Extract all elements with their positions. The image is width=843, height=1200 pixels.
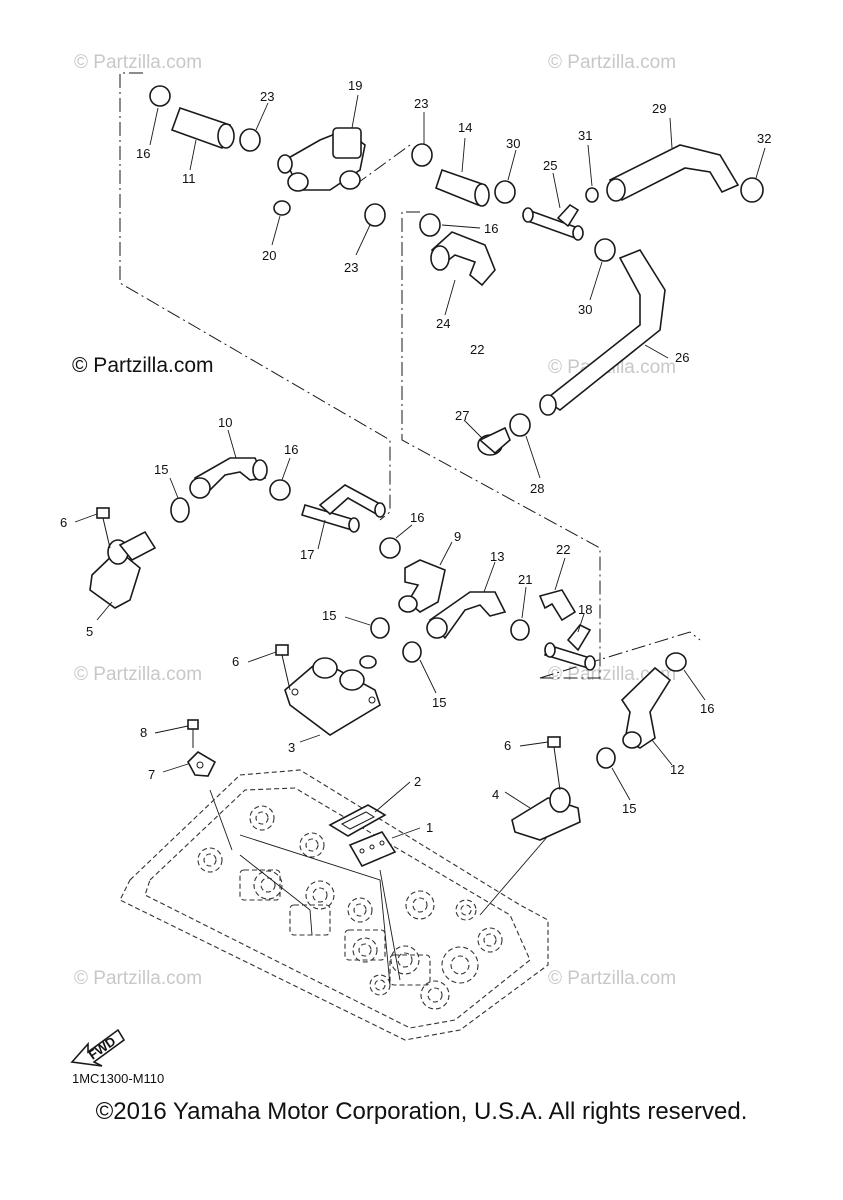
joint-18 [544,613,596,671]
hose-13 [426,561,507,640]
callout-1: 1 [426,820,433,835]
callout-23-b: 23 [414,96,428,111]
hose-29 [606,117,740,202]
callout-28: 28 [530,481,544,496]
callout-6-right: 6 [504,738,511,753]
callout-4: 4 [492,787,499,802]
watermark-top-right: © Partzilla.com [548,52,676,73]
callout-29: 29 [652,101,666,116]
callout-5: 5 [86,624,93,639]
clamps [149,85,766,801]
callout-14: 14 [458,120,472,135]
callout-32: 32 [757,131,771,146]
callout-24: 24 [436,316,450,331]
assembly-lines [119,72,701,916]
callout-6-left: 6 [60,515,67,530]
part-7-bracket [162,750,217,777]
callout-15-c: 15 [432,695,446,710]
callout-19: 19 [348,78,362,93]
callout-22-lower: 22 [556,542,570,557]
callout-8: 8 [140,725,147,740]
callout-30-a: 30 [506,136,520,151]
watermark-bottom-right: © Partzilla.com [548,968,676,989]
part-4-cover [504,787,581,841]
callout-2: 2 [414,774,421,789]
valve-19 [277,94,366,192]
watermark-top-left: © Partzilla.com [74,52,202,73]
callout-16-e: 16 [700,701,714,716]
callout-25: 25 [543,158,557,173]
callout-18: 18 [578,602,592,617]
pipe-17 [301,484,386,550]
hose-9 [398,541,453,613]
callout-26: 26 [675,350,689,365]
callout-6-middle: 6 [232,654,239,669]
callout-12: 12 [670,762,684,777]
watermark-bottom-left: © Partzilla.com [74,968,202,989]
callout-30-b: 30 [578,302,592,317]
callout-13: 13 [490,549,504,564]
part-1-reed-valve [348,827,421,868]
hose-10 [189,429,268,499]
callout-23-c: 23 [344,260,358,275]
cylinder-head-cover [119,769,549,1041]
callout-15-a: 15 [154,462,168,477]
callout-27: 27 [455,408,469,423]
part-5-cover [89,530,157,621]
hose-14 [435,137,490,207]
callout-17: 17 [300,547,314,562]
cover-guide-lines [239,834,401,986]
hose-24 [430,231,496,316]
cover-bosses [197,805,503,1010]
callout-16-d: 16 [410,510,424,525]
callouts: 1 2 3 4 5 6 6 6 7 8 9 10 11 12 13 14 15 … [60,78,771,835]
callout-22-upper: 22 [470,342,484,357]
callout-21: 21 [518,572,532,587]
copyright-footer: ©2016 Yamaha Motor Corporation, U.S.A. A… [95,1098,748,1125]
callout-11: 11 [182,171,196,186]
callout-16-b: 16 [484,221,498,236]
hose-26 [539,249,669,416]
callout-16-a: 16 [136,146,150,161]
fwd-arrow: FWD [70,1028,126,1067]
callout-23-a: 23 [260,89,274,104]
cap-27 [463,419,511,456]
hose-11 [170,106,235,171]
callout-10: 10 [218,415,232,430]
callout-15-d: 15 [622,801,636,816]
callout-3: 3 [288,740,295,755]
part-2-plate [328,781,411,837]
watermark-main: © Partzilla.com [72,354,214,377]
part-6-bolts [74,507,561,791]
callout-20: 20 [262,248,276,263]
diagram-code: 1MC1300-M110 [72,1071,165,1086]
joint-25 [522,172,584,241]
part-8-bolt [154,719,199,748]
callout-16-c: 16 [284,442,298,457]
watermark-mid-left: © Partzilla.com [74,664,202,685]
callout-7: 7 [148,767,155,782]
o-ring-20 [271,200,291,246]
callout-15-b: 15 [322,608,336,623]
part-3-cover [284,655,381,743]
callout-9: 9 [454,529,461,544]
hose-12 [620,666,673,766]
callout-31: 31 [578,128,592,143]
